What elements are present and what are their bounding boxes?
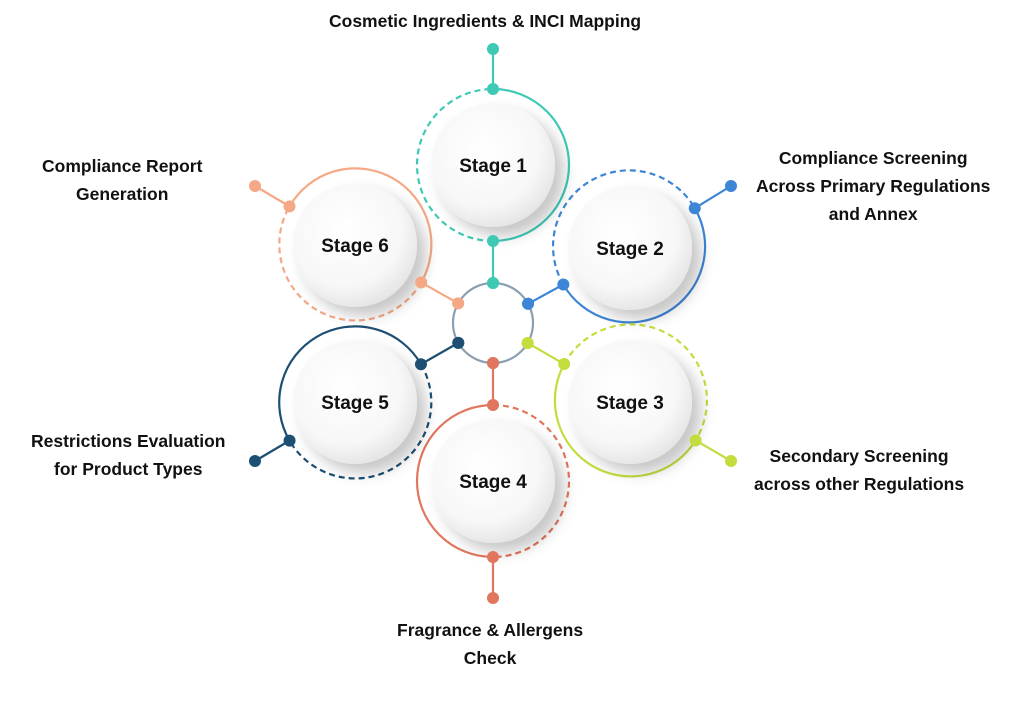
stage-4-ring-solid bbox=[415, 403, 494, 559]
stage-4-description: Fragrance & Allergens Check bbox=[397, 616, 583, 672]
stage-6-inner-connector bbox=[420, 281, 459, 305]
stage-5-ring-inner-dot bbox=[414, 358, 427, 371]
stage-6-outer-dot bbox=[249, 180, 261, 192]
stage-6-title: Stage 6 bbox=[321, 236, 389, 257]
stage-5-description-line: Restrictions Evaluation bbox=[31, 431, 226, 451]
stage-4-ring-inner-dot bbox=[487, 399, 499, 411]
stage-2-inner-connector bbox=[527, 283, 564, 305]
stage-3-description: Secondary Screening across other Regulat… bbox=[754, 442, 964, 498]
stage-2-outer-connector bbox=[694, 185, 732, 210]
stage-3-inner-connector bbox=[527, 342, 565, 365]
stage-6-outer-connector bbox=[254, 185, 291, 208]
stage-2-ring-solid bbox=[562, 207, 707, 324]
stage-2-ring-inner-dot bbox=[557, 278, 570, 291]
stage-3-disc bbox=[568, 340, 692, 464]
stage-4-hub-dot-top bbox=[487, 357, 499, 369]
stage-6-disc bbox=[293, 183, 417, 307]
stage-1-ring-dashed bbox=[415, 87, 494, 243]
stage-1-title: Stage 1 bbox=[459, 156, 527, 177]
stage-5-ring-dashed bbox=[288, 363, 433, 480]
stage-2-outer-dot bbox=[725, 180, 737, 192]
stage-3-description-line: across other Regulations bbox=[754, 474, 965, 494]
stage-4-ring-outer-dot bbox=[487, 551, 499, 563]
stage-1-ring-solid bbox=[492, 87, 571, 243]
stage-2-description-line: and Annex bbox=[828, 204, 918, 224]
stage-5-title: Stage 5 bbox=[321, 393, 389, 414]
stage-4-outer-dot bbox=[487, 592, 499, 604]
stage-1-ring-outer-dot bbox=[487, 83, 499, 95]
stage-2-description-line: Across Primary Regulations bbox=[756, 176, 991, 196]
stage-2-description: Compliance Screening Across Primary Regu… bbox=[756, 144, 990, 228]
stage-4-description-line: Check bbox=[463, 648, 517, 668]
stage-5-outer-dot bbox=[249, 455, 261, 467]
stage-3-description-line: Secondary Screening bbox=[769, 446, 949, 466]
stage-2-description-line: Compliance Screening bbox=[778, 148, 968, 168]
stage-6-ring-outer-dot bbox=[283, 200, 296, 213]
stage-6-description-line: Generation bbox=[76, 184, 169, 204]
stage-6-ring-inner-dot bbox=[415, 276, 428, 289]
stage-6-hub-dot-top bbox=[452, 297, 465, 310]
stage-3-ring-outer-dot bbox=[689, 434, 702, 447]
stage-1-disc bbox=[431, 103, 555, 227]
stage-6-ring-solid bbox=[288, 167, 433, 283]
stage-4-title: Stage 4 bbox=[459, 472, 527, 493]
stage-1-hub-dot-top bbox=[487, 277, 499, 289]
stage-4-disc bbox=[431, 419, 555, 543]
stage-2-ring-outer-dot bbox=[688, 202, 701, 215]
stage-5-ring-solid bbox=[278, 325, 422, 442]
stage-1-description-line: Cosmetic Ingredients & INCI Mapping bbox=[329, 11, 642, 31]
stage-5-hub-dot-top bbox=[452, 336, 465, 349]
stage-2-disc bbox=[568, 186, 692, 310]
stage-6-ring-dashed bbox=[278, 205, 423, 322]
stage-5-inner-connector bbox=[420, 341, 459, 366]
stage-3-hub-dot-top bbox=[521, 336, 534, 349]
stage-3-ring-dashed bbox=[563, 323, 709, 441]
stage-6-description: Compliance Report Generation bbox=[42, 152, 202, 208]
stage-1-description: Cosmetic Ingredients & INCI Mapping bbox=[329, 7, 641, 35]
stage-5-ring-outer-dot bbox=[283, 434, 296, 447]
stage-5-description-line: for Product Types bbox=[54, 459, 203, 479]
stage-2-title: Stage 2 bbox=[596, 239, 664, 260]
stage-6-description-line: Compliance Report bbox=[42, 156, 203, 176]
stage-3-title: Stage 3 bbox=[596, 393, 664, 414]
stage-5-description: Restrictions Evaluation for Product Type… bbox=[31, 427, 226, 483]
stage-3-ring-inner-dot bbox=[558, 358, 571, 371]
stage-3-ring-solid bbox=[553, 363, 697, 478]
stage-5-outer-connector bbox=[254, 439, 291, 462]
stage-4-ring-dashed bbox=[492, 403, 571, 559]
stage-4-description-line: Fragrance & Allergens bbox=[397, 620, 584, 640]
stage-1-outer-dot bbox=[487, 43, 499, 55]
stage-2-hub-dot-top bbox=[522, 297, 535, 310]
stage-3-outer-dot bbox=[725, 455, 737, 467]
stage-2-ring-dashed bbox=[552, 169, 696, 286]
stage-3-outer-connector bbox=[695, 439, 732, 462]
stage-5-disc bbox=[293, 340, 417, 464]
center-hub-ring bbox=[451, 281, 535, 365]
stage-1-ring-inner-dot bbox=[487, 235, 499, 247]
